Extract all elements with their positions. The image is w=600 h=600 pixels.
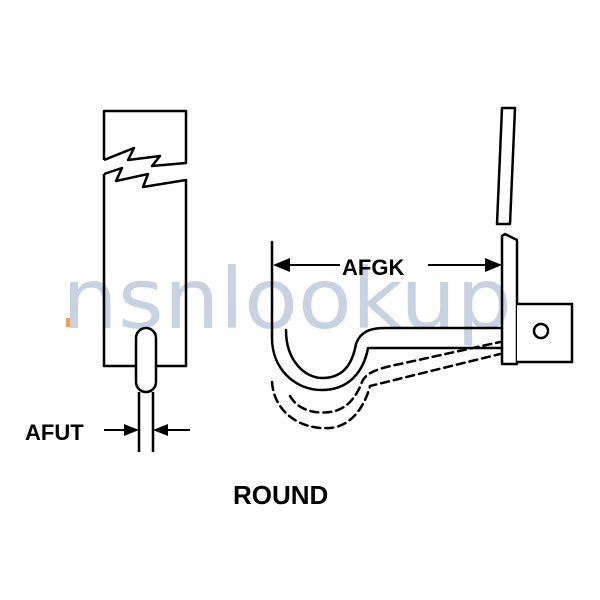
plate-upper-section: [495, 106, 517, 226]
strip-lower-section: [102, 166, 188, 368]
plate-lower-section: [500, 232, 519, 366]
afut-dimension: [104, 424, 190, 436]
mounting-plate: [495, 106, 519, 366]
hook-outer-edge: [270, 240, 504, 392]
mounting-hole: [532, 322, 550, 340]
hook-alternate-position: [270, 340, 502, 430]
afgk-dimension: [273, 258, 502, 272]
watermark-dot: [66, 318, 75, 327]
hook-inner-edge: [284, 326, 504, 380]
mounting-tab: [517, 302, 574, 364]
j-hook: [270, 240, 504, 392]
strip-upper-section: [102, 109, 188, 168]
strip-side-view: [102, 109, 188, 368]
round-caption: ROUND: [233, 480, 328, 510]
round-rod: [134, 326, 158, 452]
afgk-label: AFGK: [342, 255, 404, 280]
afut-label: AFUT: [25, 420, 84, 445]
